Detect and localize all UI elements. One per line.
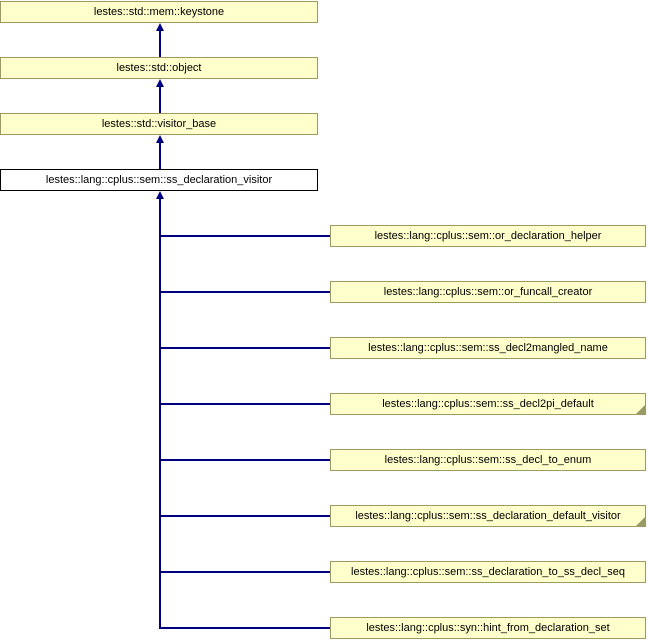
class-node-object[interactable]: lestes::std::object (0, 57, 318, 79)
arrow-up-icon (156, 79, 164, 87)
edge-branch-line (160, 403, 330, 405)
edge-branch-line (160, 459, 330, 461)
node-label: lestes::lang::cplus::sem::ss_declaration… (355, 510, 621, 522)
hidden-subclasses-marker-icon (636, 517, 645, 526)
edge-line (159, 30, 161, 57)
class-node-or-declaration-helper[interactable]: lestes::lang::cplus::sem::or_declaration… (330, 225, 646, 247)
edge-branch-line (160, 571, 330, 573)
edge-branch-line (160, 235, 330, 237)
class-node-ss-declaration-visitor: lestes::lang::cplus::sem::ss_declaration… (0, 169, 318, 191)
edge-branch-line (160, 347, 330, 349)
arrow-up-icon (156, 135, 164, 143)
class-node-visitor-base[interactable]: lestes::std::visitor_base (0, 113, 318, 135)
class-node-hint-from-declaration-set[interactable]: lestes::lang::cplus::syn::hint_from_decl… (330, 617, 646, 639)
class-node-ss-declaration-default-visitor[interactable]: lestes::lang::cplus::sem::ss_declaration… (330, 505, 646, 527)
edge-trunk-line (159, 198, 161, 629)
class-node-ss-declaration-to-ss-decl-seq[interactable]: lestes::lang::cplus::sem::ss_declaration… (330, 561, 646, 583)
class-node-keystone[interactable]: lestes::std::mem::keystone (0, 1, 318, 23)
class-node-or-funcall-creator[interactable]: lestes::lang::cplus::sem::or_funcall_cre… (330, 281, 646, 303)
class-node-ss-decl2pi-default[interactable]: lestes::lang::cplus::sem::ss_decl2pi_def… (330, 393, 646, 415)
edge-line (159, 86, 161, 113)
edge-branch-line (160, 515, 330, 517)
edge-branch-line (160, 627, 330, 629)
hidden-subclasses-marker-icon (636, 405, 645, 414)
class-node-ss-decl-to-enum[interactable]: lestes::lang::cplus::sem::ss_decl_to_enu… (330, 449, 646, 471)
arrow-up-icon (156, 191, 164, 199)
arrow-up-icon (156, 23, 164, 31)
edge-line (159, 142, 161, 169)
class-node-ss-decl2mangled-name[interactable]: lestes::lang::cplus::sem::ss_decl2mangle… (330, 337, 646, 359)
edge-branch-line (160, 291, 330, 293)
node-label: lestes::lang::cplus::sem::ss_decl2pi_def… (382, 398, 594, 410)
